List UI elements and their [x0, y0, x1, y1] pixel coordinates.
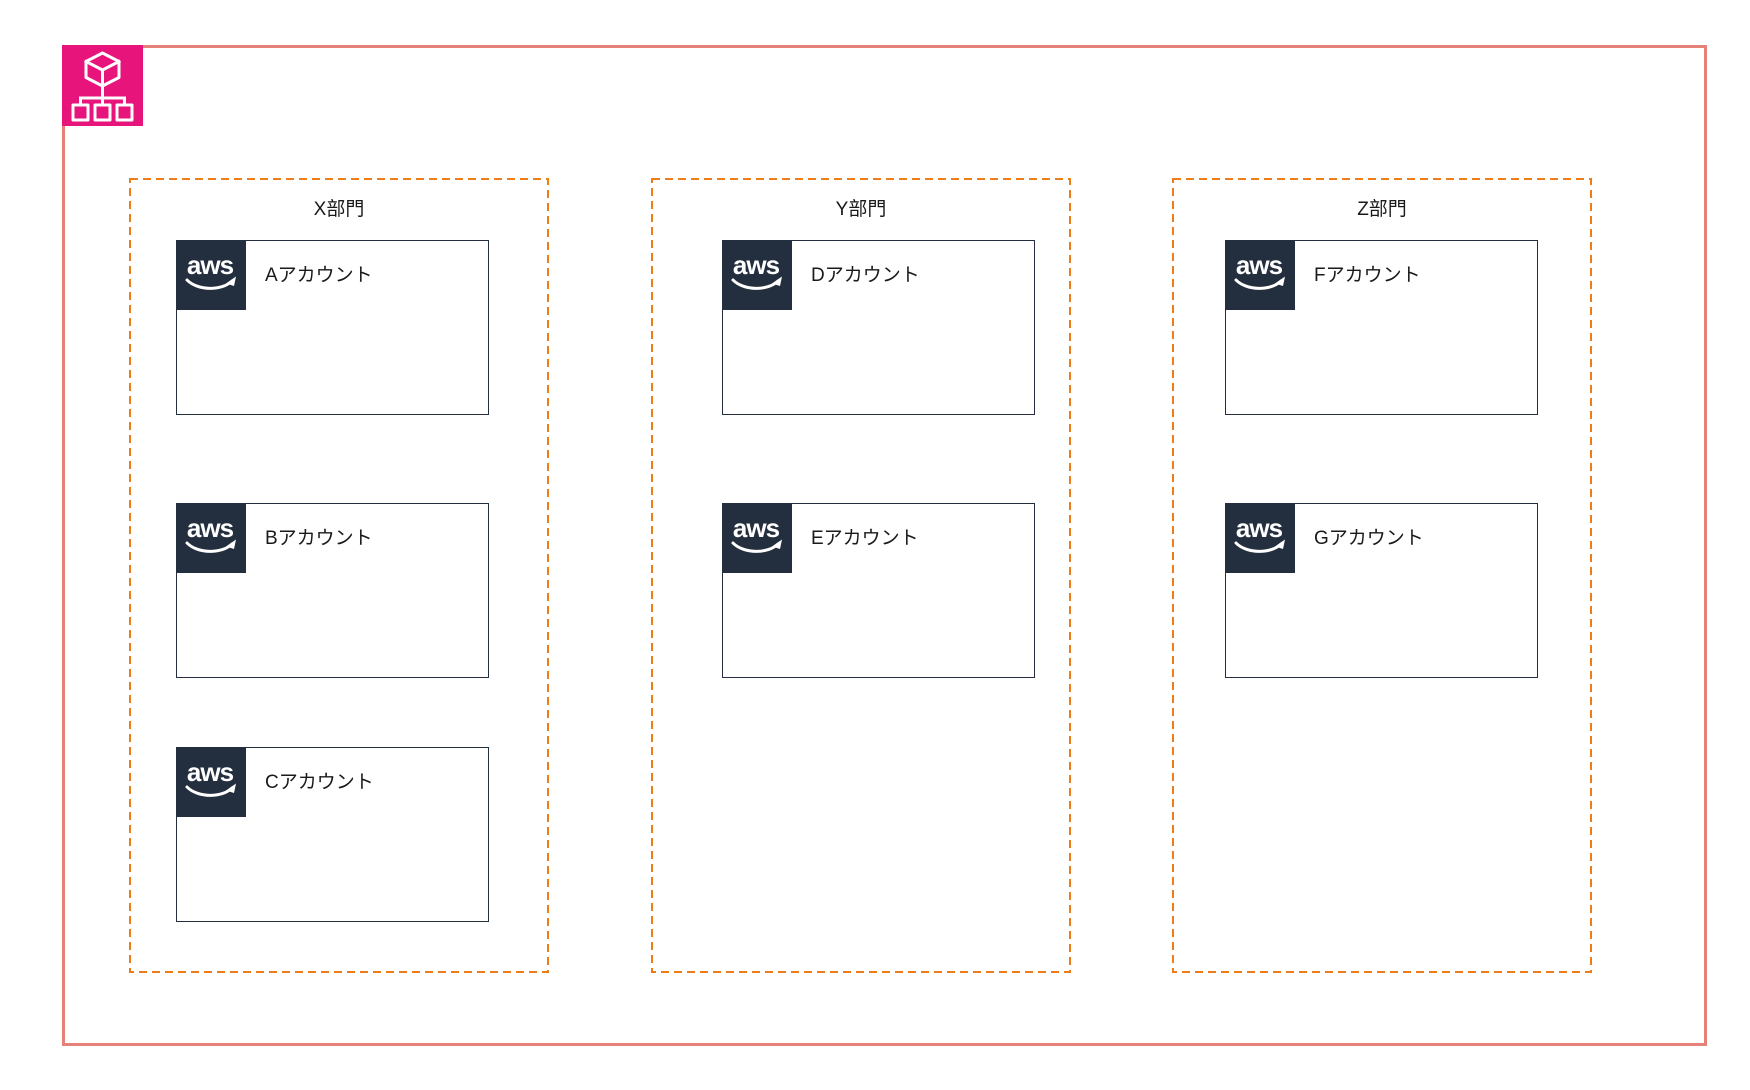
aws-logo-text: aws [1235, 250, 1282, 280]
aws-logo-text: aws [1235, 513, 1282, 543]
account-box-b: aws Bアカウント [175, 502, 489, 678]
account-box-e: aws Eアカウント [721, 502, 1035, 678]
account-label: Dアカウント [811, 265, 920, 286]
account-box-a: aws Aアカウント [175, 239, 489, 415]
aws-logo-text: aws [186, 757, 233, 787]
aws-logo-icon: aws [175, 502, 246, 573]
dashed-group-border [1172, 178, 1592, 973]
account-box-g: aws Gアカウント [1224, 502, 1538, 678]
account-label: Gアカウント [1314, 528, 1424, 549]
aws-logo-text: aws [732, 513, 779, 543]
aws-logo-icon: aws [1224, 502, 1295, 573]
account-label: Cアカウント [265, 772, 374, 793]
aws-organizations-icon [62, 45, 143, 126]
department-label-x: X部門 [313, 199, 365, 220]
organization-boundary [62, 45, 1707, 1046]
aws-logo-text: aws [186, 513, 233, 543]
aws-logo-icon: aws [175, 239, 246, 310]
aws-logo-icon: aws [721, 502, 792, 573]
dashed-group-border [129, 178, 549, 973]
aws-logo-text: aws [186, 250, 233, 280]
account-box-c: aws Cアカウント [175, 746, 489, 922]
account-box-f: aws Fアカウント [1224, 239, 1538, 415]
account-box-d: aws Dアカウント [721, 239, 1035, 415]
department-group-z: Z部門 aws Fアカウント aws Gア [1172, 178, 1592, 973]
aws-organizations-icon-svg [62, 45, 143, 126]
aws-logo-icon: aws [721, 239, 792, 310]
aws-logo-icon: aws [175, 746, 246, 817]
aws-logo-text: aws [732, 250, 779, 280]
account-label: Eアカウント [811, 528, 919, 549]
department-label-y: Y部門 [835, 199, 887, 220]
department-label-z: Z部門 [1357, 199, 1407, 220]
dashed-group-border [651, 178, 1071, 973]
aws-logo-icon: aws [1224, 239, 1295, 310]
department-group-y: Y部門 aws Dアカウント aws Eア [651, 178, 1071, 973]
account-label: Fアカウント [1314, 265, 1421, 286]
department-group-x: X部門 aws Aアカウント aws Bア [129, 178, 549, 973]
account-label: Aアカウント [265, 265, 373, 286]
account-label: Bアカウント [265, 528, 373, 549]
